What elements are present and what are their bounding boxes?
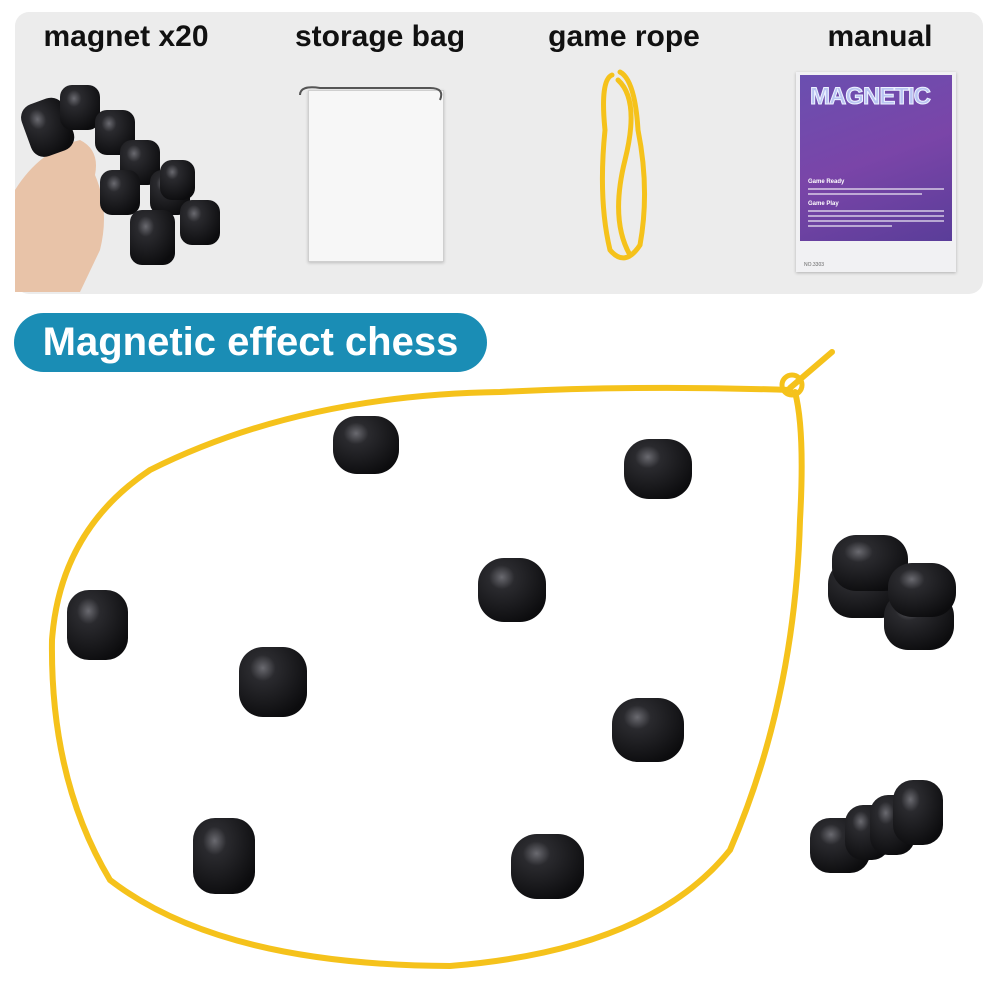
stone-chain (893, 780, 943, 845)
magnet-stack (21, 85, 220, 265)
stone (239, 647, 307, 717)
stone (333, 416, 399, 474)
label-game-rope: game rope (548, 20, 700, 53)
stone (511, 834, 584, 899)
manual-title: MAGNETIC (810, 83, 932, 111)
game-rope-image (599, 69, 648, 261)
storage-bag-image (308, 90, 444, 262)
rope (48, 349, 835, 970)
stone (478, 558, 546, 622)
bag-drawstring (299, 86, 443, 101)
stone-stack (888, 563, 956, 617)
stone (612, 698, 684, 762)
manual-code: NO.3303 (804, 262, 825, 268)
manual-heading: Game Ready (808, 179, 845, 185)
stone (67, 590, 128, 660)
stone (193, 818, 255, 894)
manual-image: MAGNETIC Game Ready Game Play NO.3303 (796, 72, 956, 272)
stones (67, 416, 956, 899)
title-banner: Magnetic effect chess (14, 313, 487, 372)
stone (624, 439, 692, 499)
manual-heading: Game Play (808, 201, 839, 207)
hand (15, 140, 104, 292)
label-storage-bag: storage bag (294, 20, 466, 53)
stone-stack (832, 535, 908, 591)
label-magnets: magnet x20 (43, 20, 209, 53)
label-manual: manual (827, 20, 933, 53)
manual-cover: MAGNETIC Game Ready Game Play (800, 75, 952, 241)
